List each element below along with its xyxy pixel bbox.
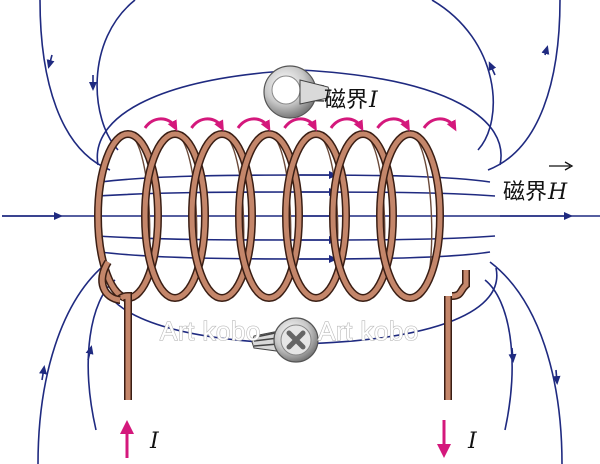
current-arrow (283, 117, 317, 132)
current-out-arrow (437, 420, 451, 458)
lead-wire-left (98, 259, 132, 400)
screw-icon (251, 317, 319, 363)
label-current-in: I (149, 429, 160, 454)
watermark-text: Art kobo (160, 316, 261, 346)
screw-icon (263, 65, 331, 119)
label-field-i: 磁界 I (324, 88, 379, 113)
coil-turn (188, 130, 256, 302)
current-arrow (376, 117, 410, 132)
label-current-out: I (467, 429, 478, 454)
label-field-h-kanji: 磁界 (503, 180, 547, 205)
coil-turn (329, 130, 397, 302)
label-field-h: 磁界 H (503, 161, 574, 205)
current-arrow (422, 117, 457, 132)
coil-turn (376, 130, 444, 302)
coil-turn (235, 130, 303, 302)
coil-turn (282, 130, 350, 302)
current-arrow (329, 117, 364, 132)
coil-turn (141, 130, 209, 302)
label-field-i-kanji: 磁界 (324, 88, 368, 113)
label-field-h-symbol: H (547, 180, 568, 205)
watermark-text: Art kobo (318, 316, 419, 346)
lead-wire-right (444, 270, 470, 400)
vector-arrow-icon (549, 161, 574, 171)
current-arrow (143, 117, 178, 132)
current-direction-arrows (143, 117, 457, 132)
label-field-i-symbol: I (368, 88, 379, 113)
current-arrow (236, 117, 271, 132)
current-in-arrow (120, 420, 134, 458)
solenoid-coil (94, 130, 470, 400)
current-arrow (190, 117, 224, 132)
